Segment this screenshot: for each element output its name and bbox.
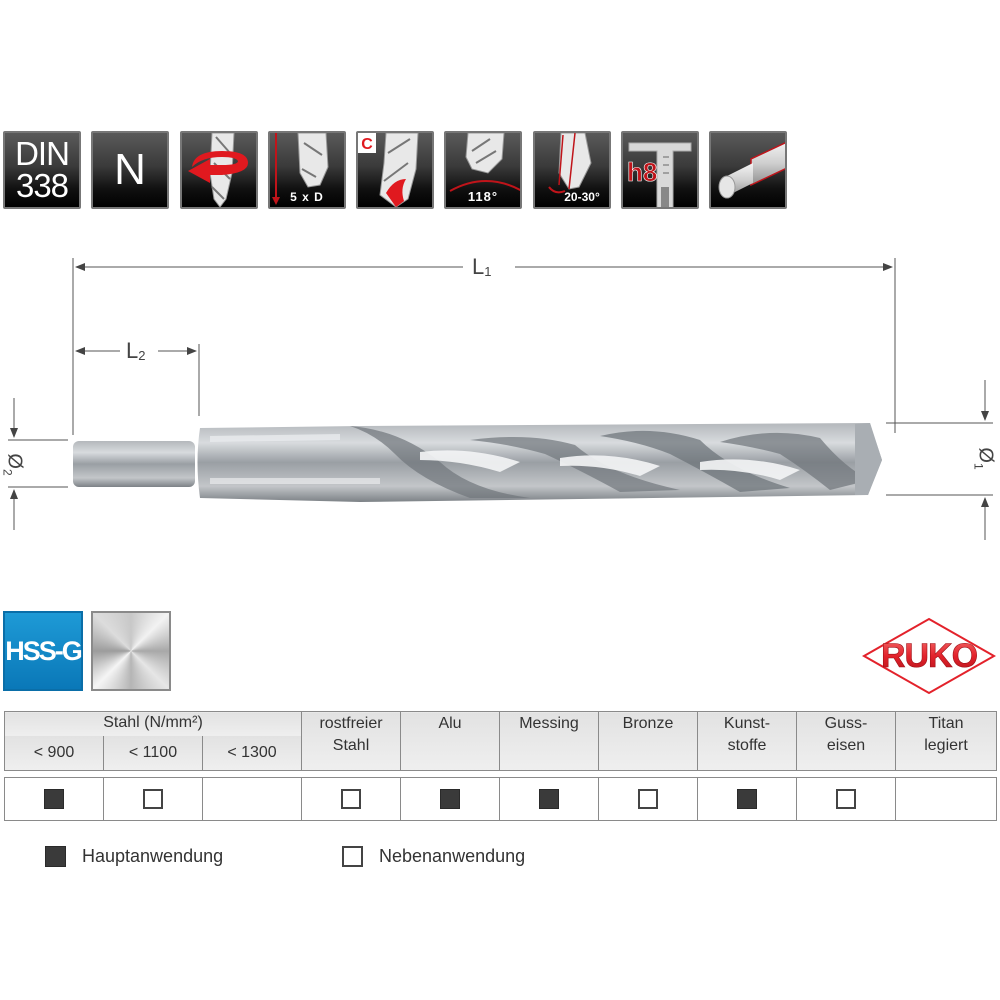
shank-diameter-label: Ø2 <box>0 453 26 476</box>
empty-square-icon <box>342 846 363 867</box>
shank-tolerance-h8-icon: h8 <box>621 131 699 209</box>
table-spacer <box>4 770 997 778</box>
header-steel-1100: < 1100 <box>103 736 203 771</box>
header-cast-iron: Guss-eisen <box>796 711 897 771</box>
drill-dimension-drawing: L1 L2 Ø2 Ø1 <box>0 240 1000 540</box>
drill-diameter-label: Ø1 <box>971 447 997 470</box>
header-steel-1300: < 1300 <box>201 736 303 771</box>
value-stainless-steel <box>301 777 402 821</box>
main-application-marker <box>440 789 461 809</box>
shank-length-label: L2 <box>122 338 150 364</box>
legend-secondary-application: Nebenanwendung <box>342 846 525 867</box>
value-cast-iron <box>796 777 897 821</box>
header-aluminium: Alu <box>400 711 501 771</box>
header-steel-900: < 900 <box>4 736 104 771</box>
drilling-depth-icon: 5 x D <box>268 131 346 209</box>
main-application-marker <box>737 789 758 809</box>
ruko-logo: RUKO <box>861 617 997 695</box>
bright-surface-swatch <box>91 611 171 691</box>
secondary-application-marker <box>341 789 362 809</box>
drill-bit-illustration <box>8 258 993 540</box>
din-338-icon: DIN 338 <box>3 131 81 209</box>
overall-length-label: L1 <box>468 254 496 280</box>
hss-g-badge: HSS-G <box>3 611 83 691</box>
main-application-marker <box>539 789 560 809</box>
value-titanium-alloy <box>895 777 998 821</box>
value-aluminium <box>400 777 501 821</box>
value-bronze <box>598 777 699 821</box>
table-value-row <box>4 777 998 821</box>
value-brass <box>499 777 600 821</box>
svg-text:h8: h8 <box>627 157 657 187</box>
secondary-application-marker <box>836 789 857 809</box>
type-n-icon: N <box>91 131 169 209</box>
filled-square-icon <box>45 846 66 867</box>
cutting-edge-correction-icon: C <box>356 131 434 209</box>
legend-main-application: Hauptanwendung <box>45 846 223 867</box>
value-steel-1100 <box>103 777 203 821</box>
secondary-application-marker <box>143 789 163 809</box>
right-hand-rotation-icon <box>180 131 258 209</box>
steel-group-header: Stahl (N/mm²) <box>3 711 303 736</box>
header-brass: Messing <box>499 711 600 771</box>
value-steel-900 <box>4 777 104 821</box>
value-plastics <box>697 777 798 821</box>
main-application-marker <box>44 789 64 809</box>
point-angle-icon: 118° <box>444 131 522 209</box>
helix-angle-icon: 20-30° <box>533 131 611 209</box>
reduced-shank-icon <box>709 131 787 209</box>
svg-text:C: C <box>361 136 373 153</box>
header-bronze: Bronze <box>598 711 699 771</box>
svg-text:RUKO: RUKO <box>881 637 978 675</box>
value-steel-1300 <box>201 777 303 821</box>
secondary-application-marker <box>638 789 659 809</box>
header-plastics: Kunst-stoffe <box>697 711 798 771</box>
